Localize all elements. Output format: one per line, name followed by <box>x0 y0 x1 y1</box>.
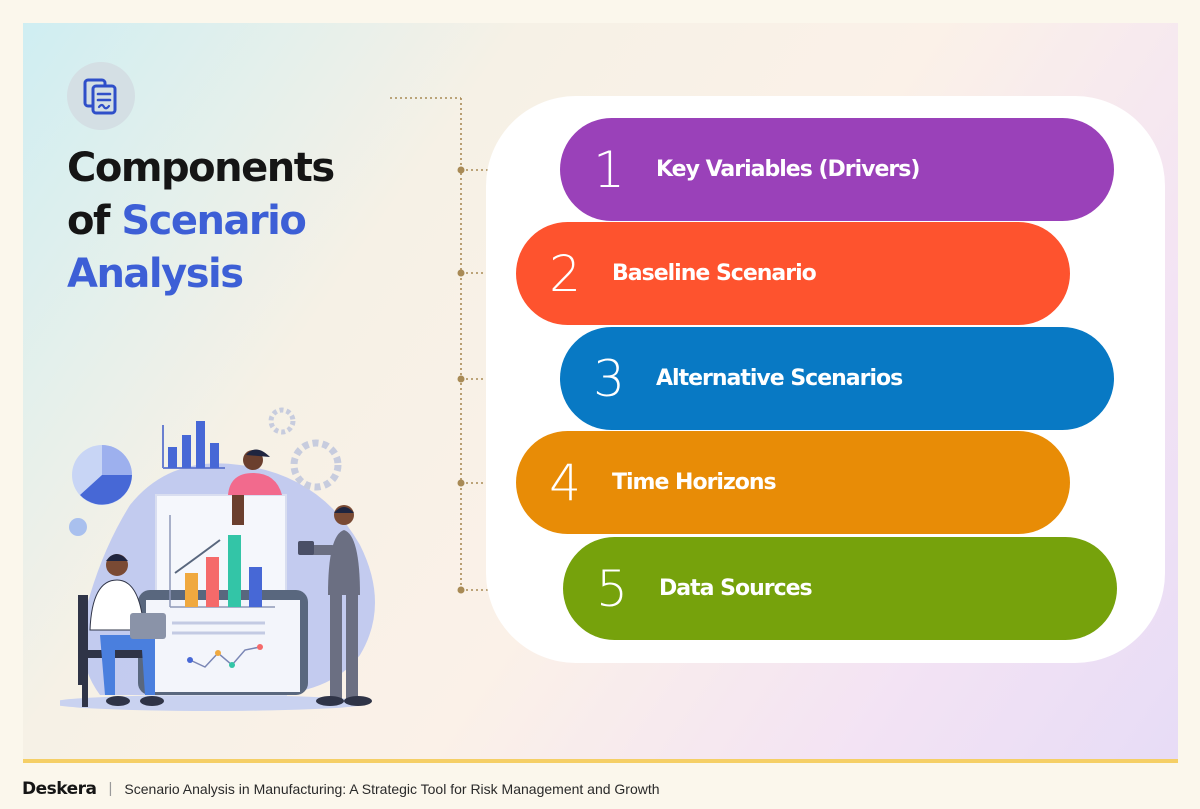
brand-logo: Deskera <box>22 778 97 799</box>
component-label-2: Baseline Scenario <box>612 261 817 286</box>
component-label-4: Time Horizons <box>612 470 777 495</box>
card-bottom-accent-line <box>23 759 1178 763</box>
component-label-1: Key Variables (Drivers) <box>656 157 920 182</box>
title-line-2-accent: Scenario <box>121 198 307 244</box>
component-number-5: 5 <box>596 559 628 618</box>
component-pill-1: 1 Key Variables (Drivers) <box>560 118 1114 221</box>
document-icon <box>67 62 135 130</box>
component-number-1: 1 <box>593 140 625 199</box>
footer-separator: | <box>108 780 113 797</box>
component-pill-2: 2 Baseline Scenario <box>516 222 1070 325</box>
title-line-3-accent: Analysis <box>67 251 244 297</box>
component-number-4: 4 <box>549 453 581 512</box>
component-number-3: 3 <box>593 349 625 408</box>
connector-dot-1 <box>457 166 465 174</box>
component-pill-4: 4 Time Horizons <box>516 431 1070 534</box>
connector-dot-5 <box>457 586 465 594</box>
component-number-2: 2 <box>549 244 581 303</box>
page-title: Components of Scenario Analysis <box>67 142 335 301</box>
title-line-2-prefix: of <box>67 198 122 244</box>
connector-dot-2 <box>457 269 465 277</box>
component-pill-5: 5 Data Sources <box>563 537 1117 640</box>
title-line-1: Components <box>67 145 335 191</box>
footer: Deskera | Scenario Analysis in Manufactu… <box>0 768 1200 809</box>
connector-dot-3 <box>457 375 465 383</box>
component-label-5: Data Sources <box>659 576 813 601</box>
connector-dot-4 <box>457 479 465 487</box>
footer-caption: Scenario Analysis in Manufacturing: A St… <box>124 780 660 797</box>
business-analytics-illustration <box>60 407 375 711</box>
component-label-3: Alternative Scenarios <box>656 366 903 391</box>
component-pill-3: 3 Alternative Scenarios <box>560 327 1114 430</box>
